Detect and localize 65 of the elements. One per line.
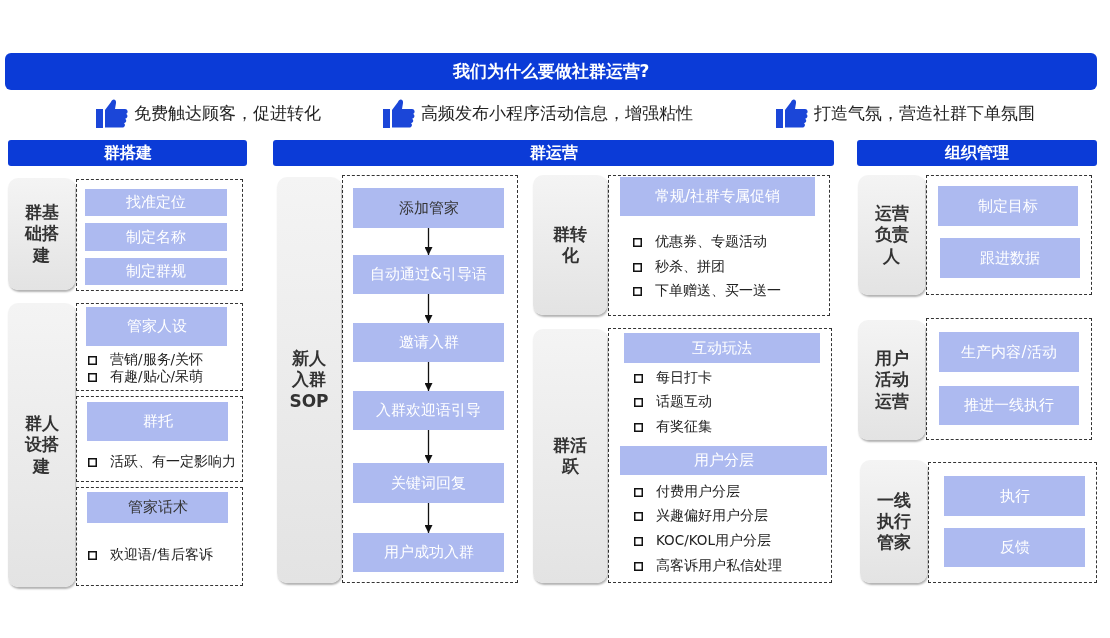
list-item-text: KOC/KOL用户分层 <box>656 532 771 550</box>
category-card: 群活跃 <box>533 329 607 583</box>
process-box: 找准定位 <box>85 189 227 216</box>
point-text: 打造气氛，营造社群下单氛围 <box>814 101 1035 125</box>
dashed-frame <box>928 462 1097 583</box>
process-box: 自动通过&引导语 <box>353 255 504 294</box>
process-box: 管家人设 <box>86 307 227 346</box>
process-box: 添加管家 <box>353 188 504 228</box>
list-item-text: 话题互动 <box>656 393 712 411</box>
process-box: 群托 <box>87 402 228 441</box>
process-box: 邀请入群 <box>353 323 504 362</box>
process-box: 用户分层 <box>620 446 827 475</box>
section-header: 群搭建 <box>8 140 247 166</box>
arrow <box>424 502 433 534</box>
dashed-frame <box>608 328 832 583</box>
category-card: 运营负责人 <box>858 175 925 295</box>
list-item-text: 活跃、有一定影响力 <box>110 453 236 471</box>
process-box: 互动玩法 <box>624 333 820 363</box>
category-card: 群人设搭建 <box>8 303 75 587</box>
process-box: 常规/社群专属促销 <box>620 177 815 216</box>
list-item-text: 有奖征集 <box>656 418 712 436</box>
process-box: 推进一线执行 <box>939 386 1079 425</box>
dashed-frame <box>76 179 243 291</box>
title-banner: 我们为什么要做社群运营? <box>5 53 1097 90</box>
point-text: 高频发布小程序活动信息，增强粘性 <box>421 101 693 125</box>
process-box: 制定名称 <box>85 223 227 251</box>
list-item-text: 兴趣偏好用户分层 <box>656 507 768 525</box>
list-item-text: 优惠券、专题活动 <box>655 233 767 251</box>
section-header: 组织管理 <box>857 140 1097 166</box>
list-item-text: 高客诉用户私信处理 <box>656 557 782 575</box>
category-card: 一线执行管家 <box>860 460 927 583</box>
dashed-frame <box>76 487 243 586</box>
list-item-text: 付费用户分层 <box>656 483 740 501</box>
list-item-text: 有趣/贴心/呆萌 <box>110 368 204 386</box>
category-card: 新人入群SOP <box>277 177 341 583</box>
list-item-text: 营销/服务/关怀 <box>110 351 204 369</box>
list-item-text: 每日打卡 <box>656 369 712 387</box>
process-box: 关键词回复 <box>353 463 504 503</box>
process-box: 用户成功入群 <box>353 533 504 572</box>
process-box: 制定目标 <box>938 186 1078 226</box>
category-card: 群基础搭建 <box>8 178 75 290</box>
process-box: 管家话术 <box>87 492 228 523</box>
arrow <box>424 361 433 392</box>
list-item-text: 欢迎语/售后客诉 <box>110 546 213 564</box>
arrow <box>424 227 433 256</box>
dashed-frame <box>342 175 518 583</box>
point-text: 免费触达顾客，促进转化 <box>134 101 321 125</box>
process-box: 生产内容/活动 <box>939 332 1079 372</box>
dashed-frame <box>608 175 830 316</box>
dashed-frame <box>76 303 243 391</box>
process-box: 入群欢迎语引导 <box>353 391 504 430</box>
dashed-frame <box>926 318 1092 440</box>
process-box: 跟进数据 <box>940 238 1080 278</box>
process-box: 反馈 <box>944 528 1085 567</box>
section-header: 群运营 <box>273 140 834 166</box>
category-card: 群转化 <box>533 175 607 315</box>
process-box: 制定群规 <box>85 258 227 285</box>
list-item-text: 下单赠送、买一送一 <box>655 282 781 300</box>
process-box: 执行 <box>944 476 1085 516</box>
arrow <box>424 429 433 464</box>
category-card: 用户活动运营 <box>858 320 925 440</box>
list-item-text: 秒杀、拼团 <box>655 258 725 276</box>
dashed-frame <box>926 175 1092 295</box>
arrow <box>424 293 433 324</box>
dashed-frame <box>76 396 243 482</box>
